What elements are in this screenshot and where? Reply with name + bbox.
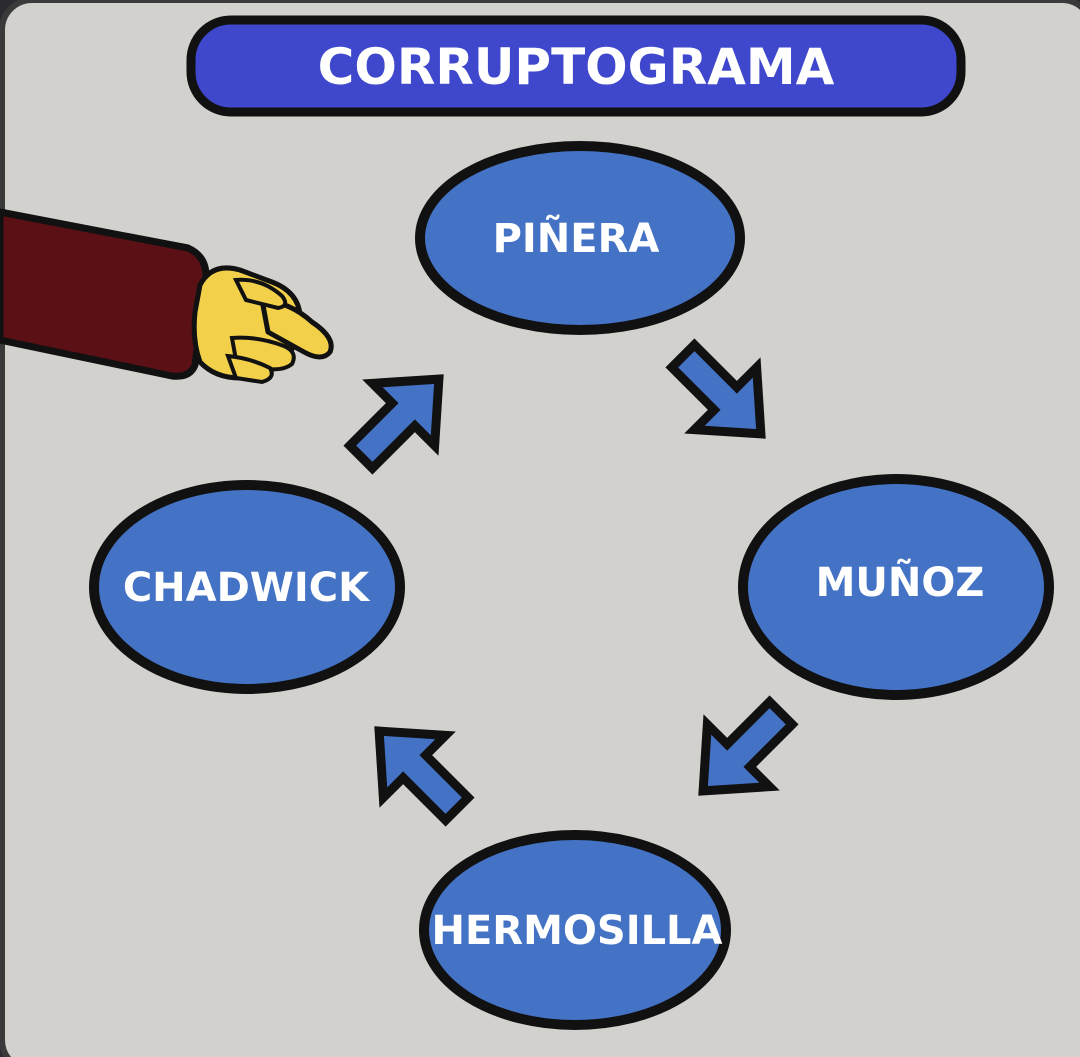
arrow-hermosilla-to-chadwick — [374, 726, 475, 827]
arrow-munoz-to-hermosilla — [698, 695, 799, 796]
pointing-hand-icon — [0, 208, 334, 385]
node-munoz: MUÑOZ — [738, 474, 1054, 700]
node-pinera: PIÑERA — [415, 141, 745, 335]
node-chadwick: CHADWICK — [89, 480, 405, 694]
node-label-pinera: PIÑERA — [493, 214, 660, 262]
node-hermosilla: HERMOSILLA — [419, 830, 731, 1030]
arrow-chadwick-to-pinera — [343, 374, 444, 475]
node-label-chadwick: CHADWICK — [123, 565, 371, 611]
arrow-pinera-to-munoz — [665, 338, 766, 439]
title-banner: CORRUPTOGRAMA — [186, 15, 966, 117]
node-label-munoz: MUÑOZ — [816, 558, 985, 606]
diagram-title: CORRUPTOGRAMA — [318, 38, 835, 96]
node-label-hermosilla: HERMOSILLA — [431, 908, 722, 954]
